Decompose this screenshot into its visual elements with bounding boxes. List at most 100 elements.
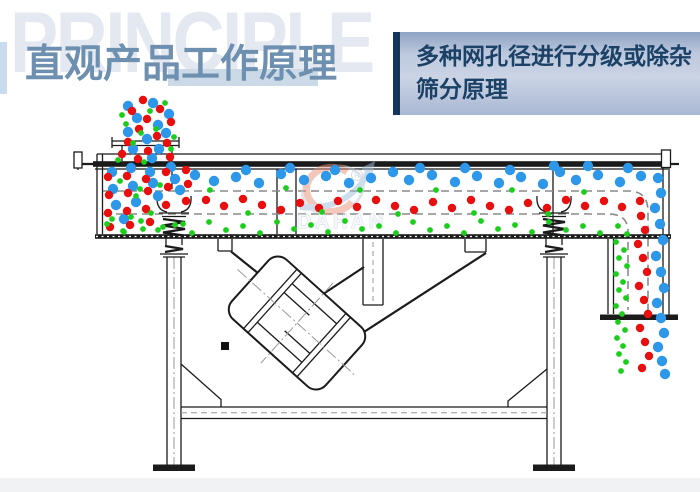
particle-dot-green <box>147 108 153 114</box>
particle-dot-blue <box>652 341 664 353</box>
particle-dot-blue <box>659 368 671 380</box>
left-leg <box>153 257 195 471</box>
particle-dot-blue <box>127 180 139 192</box>
particle-dot-green <box>117 178 123 184</box>
particle-dot-green <box>512 222 518 228</box>
particle-dot-blue <box>548 160 560 172</box>
particle-dot-green <box>274 219 280 225</box>
particle-dot-green <box>245 210 251 216</box>
particle-dot-red <box>143 146 153 156</box>
particle-dot-blue <box>144 166 156 178</box>
particle-dot-blue <box>652 172 664 184</box>
particle-dot-blue <box>537 178 549 190</box>
particle-dot-green <box>529 229 535 235</box>
particle-dot-red <box>523 198 533 208</box>
particle-dot-red <box>352 202 362 212</box>
particle-dot-blue <box>141 133 153 145</box>
particle-dot-blue <box>131 112 143 124</box>
particle-dot-blue <box>654 218 666 230</box>
particle-dot-red <box>276 205 286 215</box>
particle-dot-green <box>137 186 143 192</box>
particle-dot-red <box>152 131 162 141</box>
particle-dot-green <box>619 311 625 317</box>
particle-dot-green <box>109 216 115 222</box>
particle-dot-red <box>542 203 552 213</box>
motor-fitting <box>221 342 229 350</box>
particle-dot-green <box>123 121 129 127</box>
particle-dot-green <box>171 134 177 140</box>
particle-dot-red <box>633 239 643 249</box>
info-box-text: 多种网孔径进行分级或除杂 筛分原理 <box>400 32 692 115</box>
particle-dot-green <box>546 219 552 225</box>
particle-dot-red <box>635 323 645 333</box>
particle-dot-blue <box>651 297 663 309</box>
particle-dot-green <box>495 226 501 232</box>
particle-dot-red <box>163 182 173 192</box>
particle-dot-red <box>257 200 267 210</box>
particle-dot-blue <box>459 162 471 174</box>
particle-dot-red <box>103 208 113 218</box>
particle-dot-red <box>141 204 151 214</box>
particle-dot-green <box>104 221 110 227</box>
particle-dot-blue <box>649 202 661 214</box>
particle-dot-red <box>409 205 419 215</box>
particle-dot-blue <box>570 174 582 186</box>
particle-dot-blue <box>160 127 172 139</box>
particle-dot-blue <box>230 171 242 183</box>
particle-dot-blue <box>493 177 505 189</box>
particle-dot-blue <box>658 327 670 339</box>
particle-dot-blue <box>127 143 139 155</box>
particle-dot-red <box>640 337 650 347</box>
particle-dot-green <box>257 230 263 236</box>
particle-dot-blue <box>320 170 332 182</box>
particle-dot-red <box>333 196 343 206</box>
particle-dot-red <box>295 198 305 208</box>
particle-dot-red <box>103 172 113 182</box>
particle-dot-blue <box>130 196 142 208</box>
particle-dot-green <box>138 130 144 136</box>
particle-dot-blue <box>387 166 399 178</box>
particle-dot-green <box>325 229 331 235</box>
particle-dot-red <box>104 190 114 200</box>
particle-dot-green <box>614 335 620 341</box>
top-rail <box>73 149 679 170</box>
particle-dot-red <box>371 195 381 205</box>
particle-dot-green <box>140 226 146 232</box>
particle-dot-blue <box>655 187 667 199</box>
particle-dot-red <box>138 95 148 105</box>
particle-dot-green <box>376 223 382 229</box>
particle-dot-red <box>142 114 152 124</box>
particle-dot-green <box>157 182 163 188</box>
particle-dot-blue <box>208 175 220 187</box>
particle-dot-green <box>613 271 619 277</box>
particle-dot-red <box>636 211 646 221</box>
right-spring <box>536 195 572 258</box>
particle-dot-green <box>153 126 159 132</box>
particle-dot-green <box>342 218 348 224</box>
particle-dot-green <box>395 211 401 217</box>
particle-dot-red <box>238 194 248 204</box>
particle-dot-blue <box>163 108 175 120</box>
particle-dot-green <box>168 146 174 152</box>
particle-dot-red <box>638 253 648 263</box>
particle-dot-red <box>642 267 652 277</box>
particle-dot-green <box>433 187 439 193</box>
particle-dot-red <box>123 188 133 198</box>
particles-layer <box>103 95 671 380</box>
particle-dot-blue <box>253 177 265 189</box>
particle-dot-green <box>613 303 619 309</box>
particle-dot-red <box>145 217 155 227</box>
particle-dot-green <box>624 231 630 237</box>
particle-dot-red <box>133 154 143 164</box>
particle-dot-red <box>640 225 650 235</box>
particle-dot-red <box>635 196 645 206</box>
particle-dot-blue <box>635 170 647 182</box>
particle-dot-blue <box>118 213 130 225</box>
particle-dot-green <box>615 319 621 325</box>
particle-dot-green <box>509 187 515 193</box>
dahan-logo-text: DAHAN <box>297 211 387 233</box>
particle-dot-red <box>123 137 133 147</box>
particle-dot-green <box>563 227 569 233</box>
particle-dot-blue <box>614 176 626 188</box>
particle-dot-green <box>121 229 127 235</box>
